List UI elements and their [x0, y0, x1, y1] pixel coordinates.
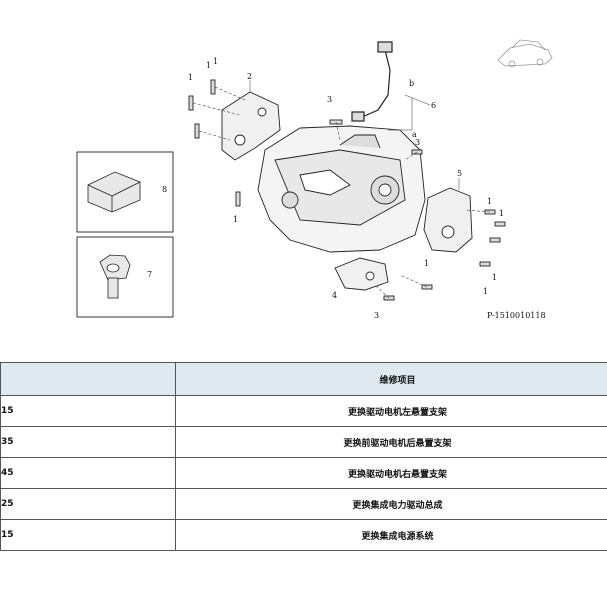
callout-1-i: 1	[483, 287, 488, 296]
wiring-harness	[351, 41, 393, 122]
table-cell-num: 25	[0, 488, 176, 520]
table-cell-num: 15	[0, 519, 176, 551]
table-row: 15 更换驱动电机左悬置支架	[0, 395, 607, 427]
table-cell-num: 45	[0, 457, 176, 489]
callout-1-a: 1	[188, 73, 193, 82]
right-mount-bracket	[423, 187, 473, 253]
control-module-icon	[87, 171, 141, 213]
repair-items-table: 维修项目 15 更换驱动电机左悬置支架 35 更换前驱动电机后悬置支架 45 更…	[0, 362, 607, 551]
table-row: 15 更换集成电源系统	[0, 519, 607, 551]
callout-1-g: 1	[424, 259, 429, 268]
drive-assembly	[257, 125, 426, 253]
callout-a: a	[412, 130, 417, 139]
callout-6: 6	[431, 101, 436, 110]
callout-7: 7	[147, 270, 152, 279]
callout-5: 5	[457, 169, 462, 178]
callout-1-e: 1	[499, 209, 504, 218]
callout-1-c: 1	[213, 57, 218, 66]
car-icon	[497, 39, 553, 68]
rear-mount-bracket	[334, 257, 389, 291]
callout-2: 2	[247, 72, 252, 81]
table-header-row: 维修项目	[0, 362, 607, 396]
table-cell-item: 更换驱动电机左悬置支架	[175, 395, 607, 427]
table-cell-item: 更换集成电源系统	[175, 519, 607, 551]
table-row: 35 更换前驱动电机后悬置支架	[0, 426, 607, 458]
callout-1-b: 1	[206, 61, 211, 70]
callout-8: 8	[162, 185, 167, 194]
callout-1-h: 1	[492, 273, 497, 282]
callout-3-a: 3	[327, 95, 332, 104]
table-cell-num: 15	[0, 395, 176, 427]
callout-4: 4	[332, 291, 337, 300]
callout-3-c: 3	[374, 311, 379, 320]
table-header-col1	[0, 362, 176, 396]
exploded-parts-diagram: 1 1 1 2 3 a b 6 3 5 1 1 8 1 7 4 1 1 1 3	[76, 39, 553, 320]
table-row: 45 更换驱动电机右悬置支架	[0, 457, 607, 489]
callout-b: b	[409, 79, 414, 88]
flange-nut-icon	[99, 254, 131, 299]
table-header-repair-item: 维修项目	[175, 362, 607, 396]
table-cell-item: 更换集成电力驱动总成	[175, 488, 607, 520]
table-cell-item: 更换前驱动电机后悬置支架	[175, 426, 607, 458]
table-cell-num: 35	[0, 426, 176, 458]
left-mount-bracket	[221, 91, 281, 161]
table-cell-item: 更换驱动电机右悬置支架	[175, 457, 607, 489]
table-row: 25 更换集成电力驱动总成	[0, 488, 607, 520]
callout-3-b: 3	[415, 138, 420, 147]
callout-1-d: 1	[487, 197, 492, 206]
callout-1-f: 1	[233, 215, 238, 224]
diagram-reference-code: P-1510010118	[487, 311, 546, 320]
